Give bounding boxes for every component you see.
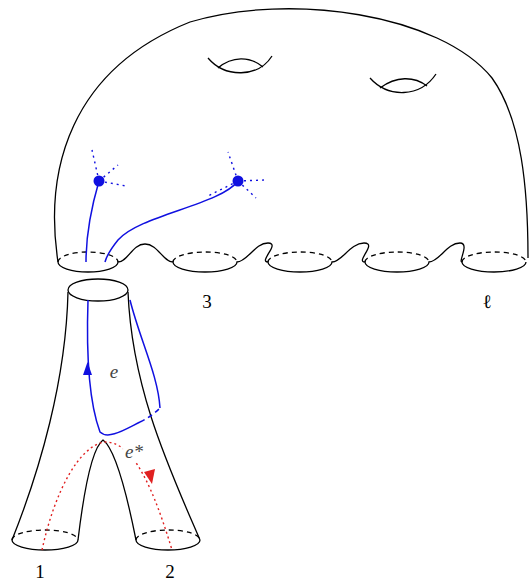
dual-arrowhead bbox=[144, 469, 155, 484]
blue-graph bbox=[86, 150, 266, 435]
vertex-dot bbox=[94, 176, 105, 187]
boundary-back bbox=[58, 252, 526, 262]
pants bbox=[12, 279, 200, 550]
callout-label: e* bbox=[123, 442, 145, 463]
surface-outline bbox=[55, 9, 528, 262]
callout-label: 3 bbox=[200, 292, 214, 313]
callout-label: 1 bbox=[33, 562, 47, 583]
edge-arrowhead bbox=[83, 362, 92, 375]
callout-label: 2 bbox=[163, 562, 177, 583]
handle bbox=[208, 56, 436, 93]
callout-label: ℓ bbox=[480, 292, 493, 313]
callout-label: e bbox=[108, 362, 120, 383]
dual-edge bbox=[42, 442, 172, 550]
vertex-dot bbox=[233, 176, 244, 187]
boundary-front bbox=[58, 243, 526, 272]
